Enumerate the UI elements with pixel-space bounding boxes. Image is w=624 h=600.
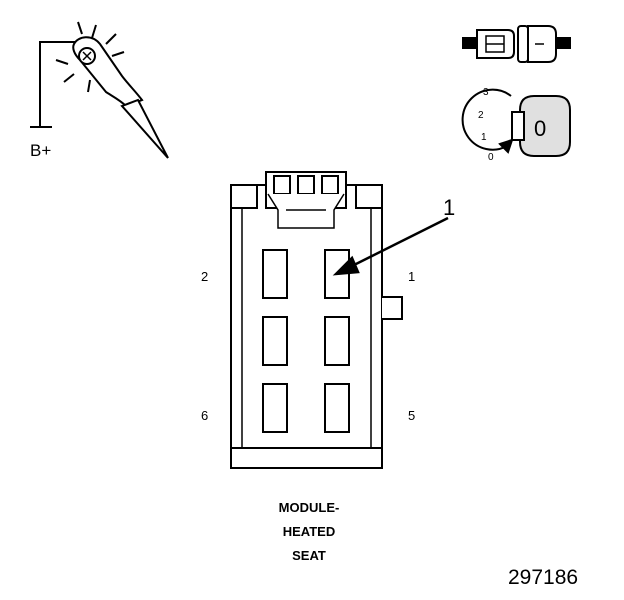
connector-name: MODULE- HEATED SEAT <box>240 496 378 568</box>
cavity-5 <box>324 383 350 433</box>
pin-label-5: 5 <box>408 408 416 423</box>
pin-label-1: 1 <box>408 269 416 284</box>
pin-label-2: 2 <box>201 269 209 284</box>
cavity-2 <box>262 249 288 299</box>
cavity-4 <box>262 316 288 366</box>
ignition-key-icon <box>461 88 571 157</box>
key-position-3: 3 <box>483 87 489 98</box>
b-plus-label: B+ <box>30 141 52 160</box>
figure-number: 297186 <box>508 566 579 589</box>
cavity-3 <box>324 316 350 366</box>
key-position-1: 1 <box>481 132 487 143</box>
connector-name-line-3: SEAT <box>292 548 326 563</box>
key-position-2: 2 <box>478 110 484 121</box>
connector-name-line-1: MODULE- <box>278 500 340 515</box>
test-light-probe-icon <box>30 21 169 159</box>
connector-body <box>230 171 403 469</box>
key-position-0: 0 <box>488 152 494 163</box>
callout-arrow <box>332 216 449 276</box>
callout-number: 1 <box>443 195 456 220</box>
key-current-position: 0 <box>534 116 547 141</box>
connector-disconnected-icon <box>462 25 571 63</box>
pin-label-6: 6 <box>201 408 209 423</box>
cavity-6 <box>262 383 288 433</box>
connector-name-line-2: HEATED <box>282 524 336 539</box>
